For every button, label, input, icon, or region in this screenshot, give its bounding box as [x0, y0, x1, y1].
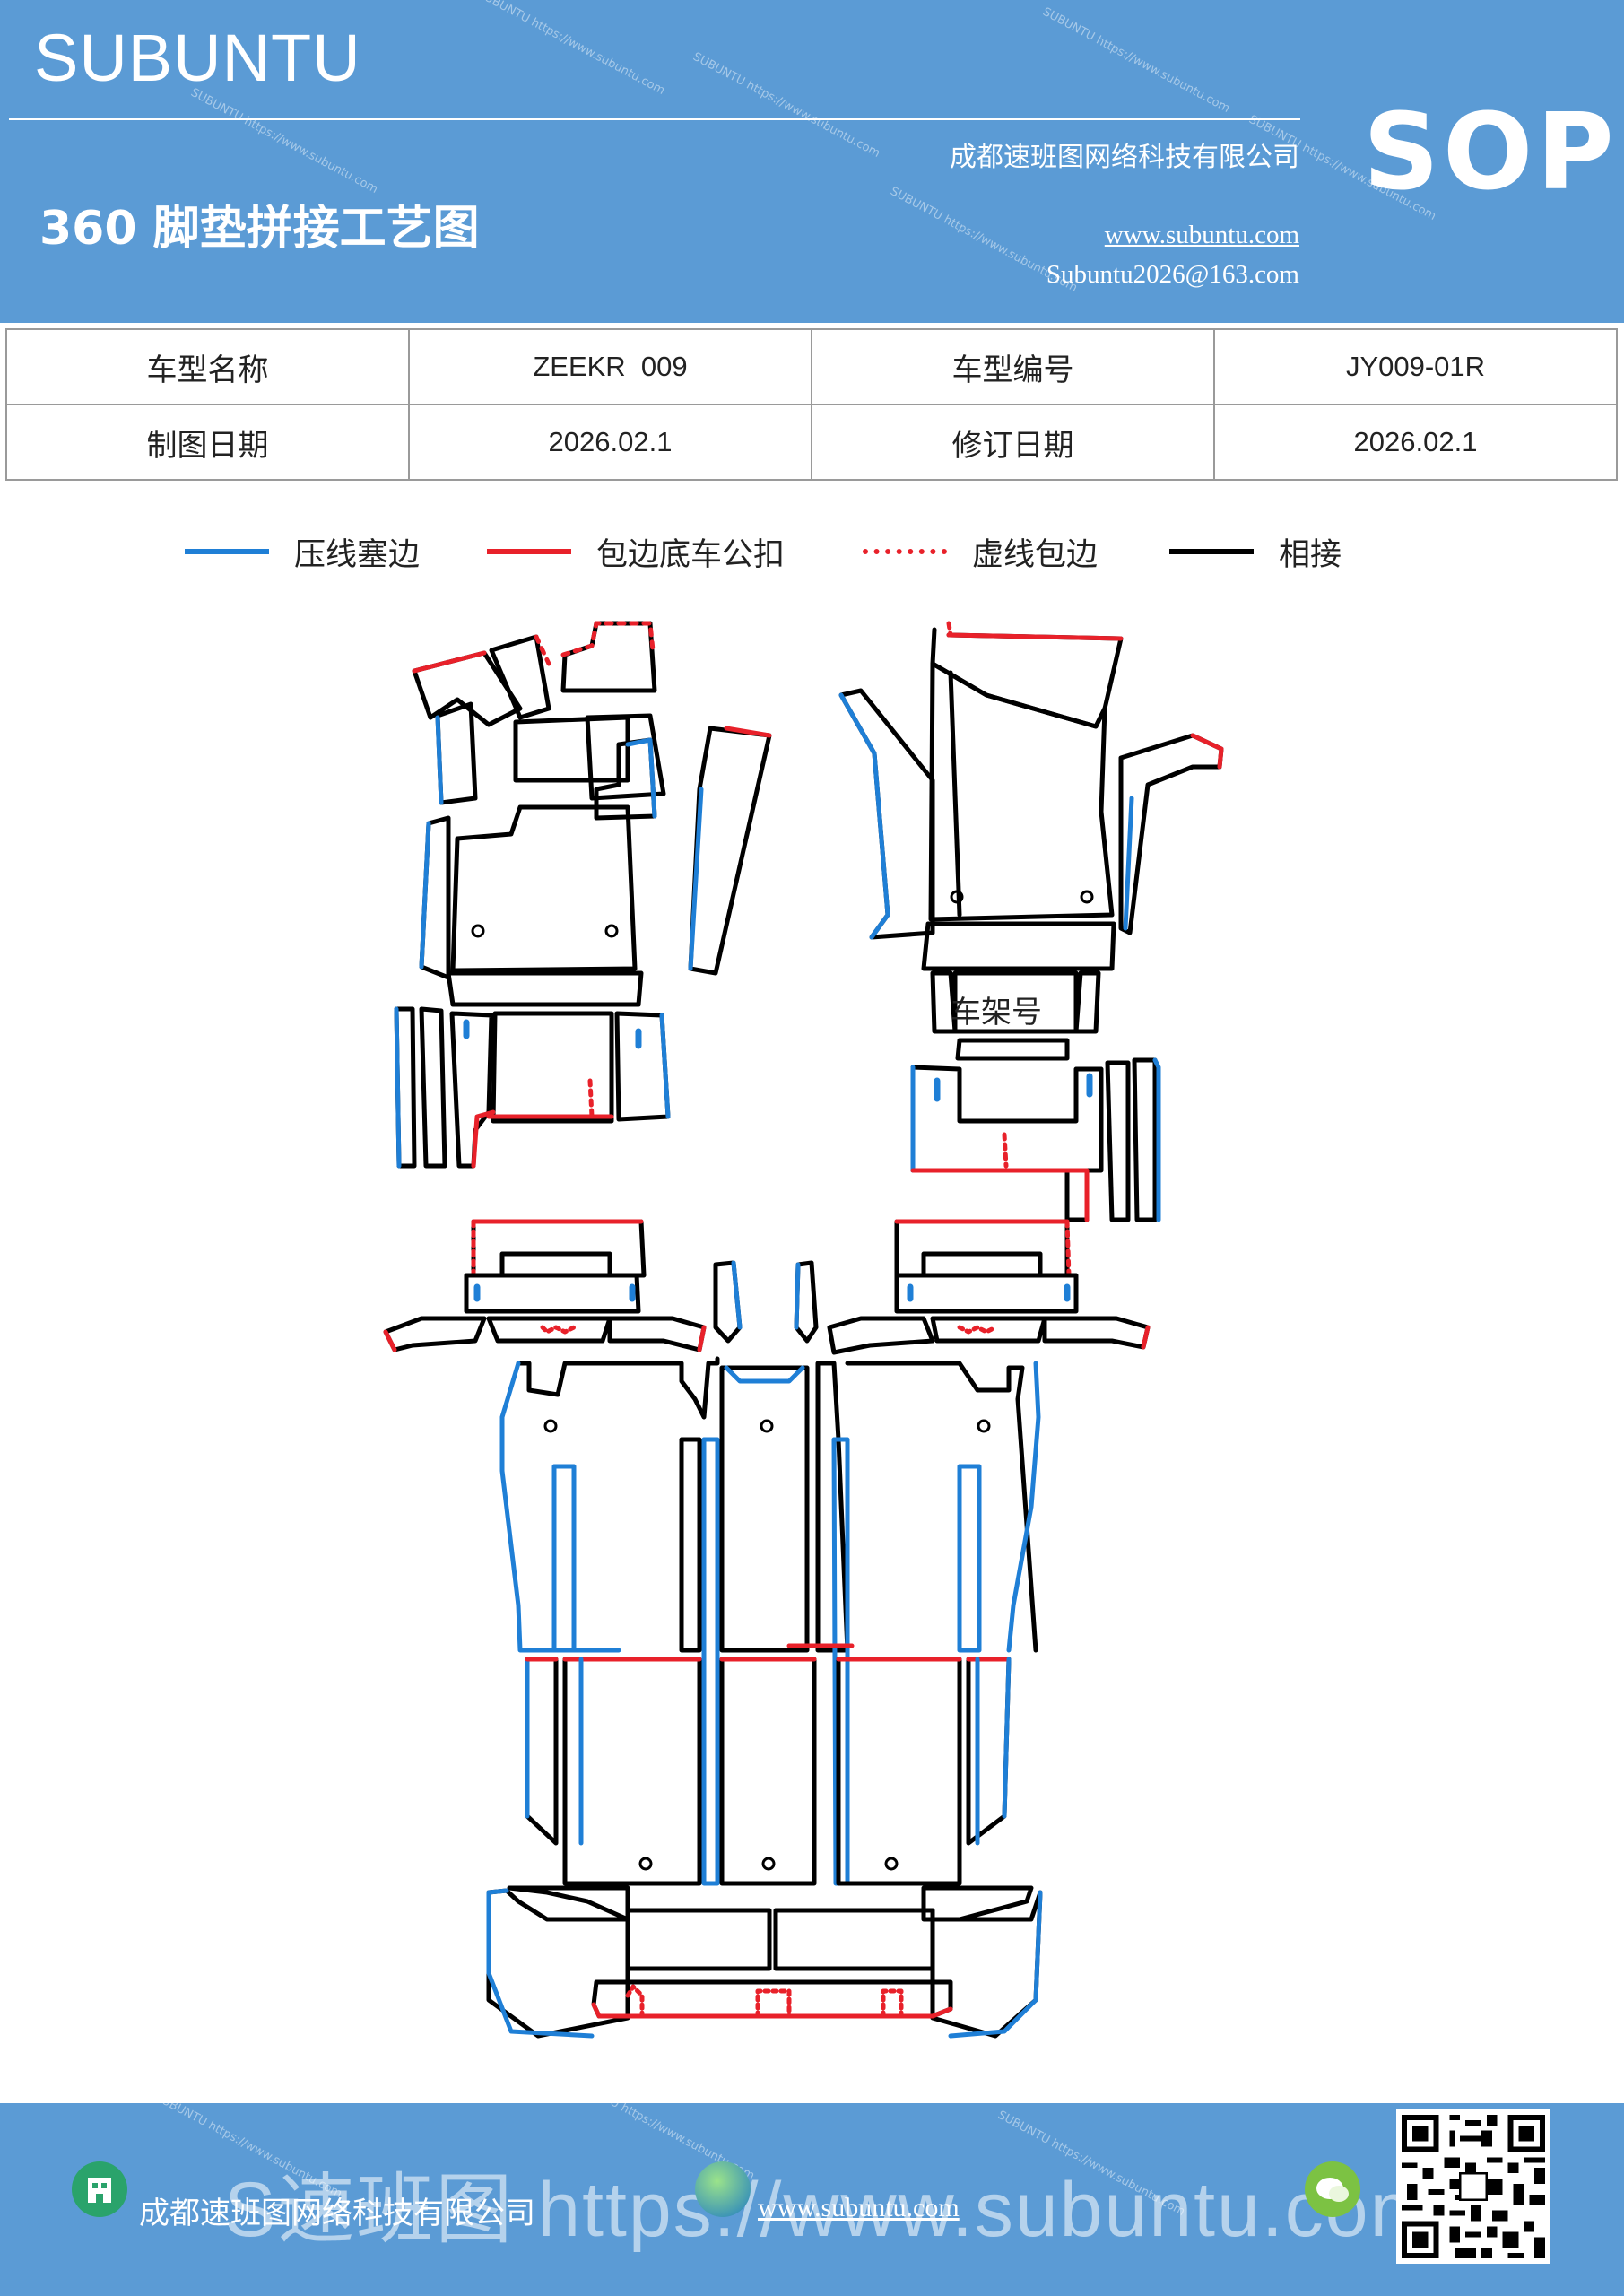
wechat-icon: [1305, 2161, 1360, 2217]
header-website-link[interactable]: www.subuntu.com: [1104, 221, 1299, 249]
legend-item-press-line: 压线塞边: [185, 525, 420, 578]
draw-date-label: 制图日期: [5, 404, 410, 481]
legend-swatch: [185, 549, 269, 554]
model-name-label: 车型名称: [5, 328, 410, 405]
footer-website-link[interactable]: www.subuntu.com: [758, 2193, 960, 2222]
header-email: Subuntu2026@163.com: [1046, 260, 1299, 289]
watermark: SUBUNTU https://www.subuntu.com: [188, 85, 380, 197]
watermark: SUBUNTU https://www.subuntu.com: [690, 49, 882, 161]
model-info-table: 车型名称 ZEEKR 009 车型编号 JY009-01R 制图日期 2026.…: [5, 328, 1618, 481]
vin-label: 车架号: [951, 995, 1042, 1031]
table-row: 车型名称 ZEEKR 009 车型编号 JY009-01R: [5, 328, 1618, 405]
table-row: 制图日期 2026.02.1 修订日期 2026.02.1: [5, 404, 1618, 481]
legend-swatch: [1169, 549, 1254, 554]
page-title: 360 脚垫拼接工艺图: [39, 202, 480, 256]
front-left-mat-group: [394, 621, 772, 1169]
model-code-value: JY009-01R: [1213, 328, 1618, 405]
floor-mat-diagram: 车架号: [383, 621, 1224, 2039]
revise-date-label: 修订日期: [811, 404, 1215, 481]
legend-label: 相接: [1279, 536, 1342, 573]
rear-mat-group: [486, 1356, 1043, 2039]
legend-label: 虚线包边: [972, 536, 1099, 573]
model-code-label: 车型编号: [811, 328, 1215, 405]
footer-overlay-text: S速班图 https://www.subuntu.com: [224, 2167, 1437, 2253]
footer-company: 成都速班图网络科技有限公司: [139, 2196, 535, 2231]
globe-icon: [695, 2161, 751, 2217]
qr-code-icon: [1396, 2109, 1550, 2264]
brand-logo-text: SUBUNTU: [34, 21, 361, 95]
sop-badge: SOP: [1363, 90, 1618, 213]
legend-item-wrap-edge: 包边底车公扣: [487, 525, 785, 578]
watermark: SUBUNTU https://www.subuntu.com: [475, 0, 667, 99]
building-icon: [72, 2161, 127, 2217]
legend-swatch: [863, 549, 947, 554]
legend-label: 压线塞边: [294, 536, 421, 573]
watermark: SUBUNTU https://www.subuntu.com: [1040, 4, 1232, 117]
line-legend: 压线塞边 包边底车公扣 虚线包边 相接: [0, 525, 1624, 578]
legend-swatch: [487, 549, 571, 554]
header-company: 成都速班图网络科技有限公司: [950, 142, 1299, 173]
page-header: SUBUNTU https://www.subuntu.com SUBUNTU …: [0, 0, 1624, 323]
legend-item-dotted-wrap: 虚线包边: [863, 525, 1098, 578]
draw-date-value: 2026.02.1: [408, 404, 812, 481]
middle-row-mat-group: [383, 1219, 1151, 1355]
page-footer: SUBUNTU https://www.subuntu.com SUBUNTU …: [0, 2103, 1624, 2296]
front-right-mat-group: [838, 621, 1224, 1222]
revise-date-value: 2026.02.1: [1213, 404, 1618, 481]
header-divider: [9, 118, 1300, 120]
model-name-value: ZEEKR 009: [408, 328, 812, 405]
legend-item-joined: 相接: [1169, 525, 1342, 578]
legend-label: 包边底车公扣: [596, 536, 786, 573]
